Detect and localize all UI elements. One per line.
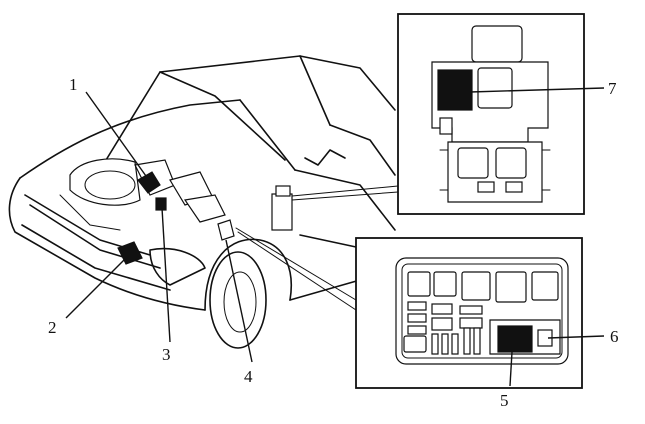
fuse-blade-1: [431, 333, 439, 355]
callout-2: 2: [48, 318, 57, 337]
fuse-c1: [459, 305, 483, 315]
relay-7-highlighted: [437, 69, 473, 111]
fuse-b2: [431, 317, 453, 331]
fuse-box-relay-f: [403, 335, 427, 353]
wheel-hub: [223, 271, 257, 333]
upper-relay-top: [471, 25, 523, 63]
upper-lower-slot-b: [495, 147, 527, 179]
inset-upper-relay-block: [397, 13, 585, 215]
leader-lines: [65, 87, 605, 387]
connector-upper-b: [291, 191, 399, 201]
upper-lower-slot-a: [457, 147, 489, 179]
fuse-blade-4: [463, 327, 471, 355]
fuse-blade-3: [451, 333, 459, 355]
leader-5: [509, 351, 513, 387]
junction-relay-cap: [275, 185, 291, 197]
fuse-a1: [407, 301, 427, 311]
fuse-box-relay-a: [407, 271, 431, 297]
windshield-inner: [159, 71, 286, 161]
fuse-a3: [407, 325, 427, 335]
fuse-c2: [459, 317, 483, 329]
callout-3: 3: [162, 345, 171, 364]
part-2-horn: [117, 241, 143, 265]
a-pillar: [299, 55, 331, 126]
radiator-shroud: [69, 158, 141, 206]
bumper-lip: [21, 224, 171, 291]
grille-mid: [29, 204, 161, 269]
fuse-a2: [407, 313, 427, 323]
fuse-b1: [431, 303, 453, 315]
fender-top: [294, 169, 396, 231]
callout-5: 5: [500, 391, 509, 410]
upper-mount-tabs: [439, 149, 551, 191]
front-bumper: [8, 177, 206, 311]
car-illustration: [8, 55, 396, 349]
leader-1: [85, 91, 147, 177]
connector-upper-a: [291, 185, 399, 197]
part-1-relay: [137, 171, 161, 194]
fuse-blade-5: [473, 327, 481, 355]
connector-lines: [235, 185, 399, 311]
battery: [183, 194, 226, 223]
wheel-arch: [204, 238, 292, 311]
part-4-relay: [217, 219, 235, 241]
callout-4: 4: [244, 367, 253, 386]
fuse-box-relay-e: [531, 271, 559, 301]
side-mirror: [304, 149, 346, 166]
hose: [59, 194, 121, 231]
relay-5-highlighted: [497, 325, 533, 353]
leader-2: [65, 255, 129, 319]
fuse-box-inner: [401, 263, 563, 359]
fuse-box-relay-b: [433, 271, 457, 297]
leader-4: [225, 239, 253, 363]
fuse-box-relay-c: [461, 271, 491, 301]
part-3-sensor: [155, 197, 167, 211]
air-cleaner: [84, 170, 136, 200]
leader-6: [547, 335, 605, 339]
junction-relay: [271, 193, 293, 231]
upper-mini-fuse-a: [477, 181, 495, 193]
callout-6: 6: [610, 327, 619, 346]
front-wheel: [209, 251, 267, 349]
upper-mini-fuse-b: [505, 181, 523, 193]
inset-lower-fuse-box: [355, 237, 583, 389]
fuse-blade-2: [441, 333, 449, 355]
connector-lower-a: [235, 227, 357, 301]
fuse-box-relay-d: [495, 271, 527, 303]
callout-7: 7: [608, 79, 617, 98]
callout-1: 1: [69, 75, 78, 94]
connector-lower-b: [237, 231, 357, 311]
hood-edge: [19, 99, 241, 179]
callouts: 1 2 3 4 5 6 7: [48, 75, 619, 410]
headlight: [149, 247, 206, 286]
upper-small-fuse: [439, 117, 453, 135]
hood-rear: [239, 99, 296, 171]
upper-relay-slot: [477, 67, 513, 109]
door-line: [329, 124, 396, 176]
leader-3: [161, 207, 171, 343]
leader-7: [469, 87, 605, 93]
